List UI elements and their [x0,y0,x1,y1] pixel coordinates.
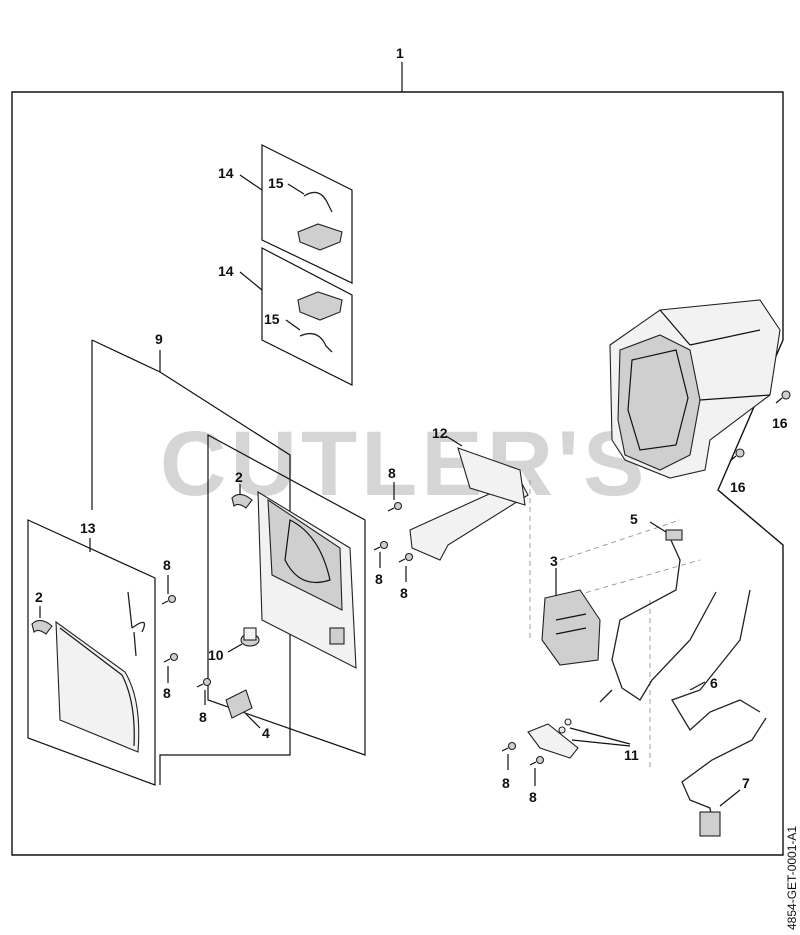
main-housing [609,299,781,479]
leader-4 [245,713,261,729]
callout-8-g: 8 [502,775,510,791]
screw-8-e [373,540,389,551]
callout-4: 4 [262,725,270,741]
leader-15-lower [285,319,301,331]
leader-14-upper [239,174,263,191]
callout-10: 10 [208,647,224,663]
drawing-code: 4854-GET-0001-A1 [785,826,799,930]
spring-15-upper [303,191,333,213]
leader-6 [689,681,706,691]
screw-8-g [501,741,517,752]
callout-1: 1 [396,45,404,61]
callout-8-e: 8 [375,571,383,587]
callout-2-panel: 2 [235,469,243,485]
screw-8-d [387,501,403,512]
callout-2-cover: 2 [35,589,43,605]
switch-4 [225,689,253,719]
callout-15-lower: 15 [264,311,280,327]
screw-16-lower [729,448,745,462]
screw-8-b [163,652,179,663]
callout-12: 12 [432,425,448,441]
screw-8-c [196,677,212,688]
harness-7 [681,717,767,821]
spring-15-lower [299,332,333,353]
callout-13: 13 [80,520,96,536]
leader-5 [649,521,667,533]
kit-14-lower-frame [261,247,353,386]
knob-10 [240,627,260,647]
side-cover-13 [55,620,140,753]
connector-5 [665,529,683,541]
panel-13-frame [27,519,156,786]
callout-7: 7 [742,775,750,791]
callout-11: 11 [624,747,639,763]
front-panel [257,491,357,669]
callout-8-c: 8 [199,709,207,725]
panel-9-frame [207,433,366,756]
plate-11 [527,718,579,759]
spring-13 [127,591,146,657]
callout-8-a: 8 [163,557,171,573]
bracket-12 [409,447,529,561]
callout-5: 5 [630,511,638,527]
connector-7 [699,811,721,837]
leader-7 [719,789,741,807]
screw-16-upper [775,390,791,404]
callout-8-b: 8 [163,685,171,701]
leader-12 [445,435,463,447]
leader-11 [569,727,631,747]
callout-15-upper: 15 [268,175,284,191]
callout-8-h: 8 [529,789,537,805]
harness-6 [671,589,761,732]
projection-lines [529,480,701,770]
kit-14-upper-frame [261,144,353,284]
callout-6: 6 [710,675,718,691]
callout-3: 3 [550,553,558,569]
callout-8-d: 8 [388,465,396,481]
module-3 [541,589,601,666]
latch-14-lower [297,291,343,321]
leader-10 [227,643,243,653]
latch-14-upper [297,223,343,251]
callout-14-lower: 14 [218,263,234,279]
screw-8-a [161,594,177,605]
leader-14-lower [239,271,263,291]
callout-16-lower: 16 [730,479,746,495]
callout-9: 9 [155,331,163,347]
assembly-frame [11,91,784,856]
harness-5 [599,537,717,703]
callout-16-upper: 16 [772,415,788,431]
clip-2-cover [31,619,53,635]
screw-8-f [398,552,414,563]
screw-8-h [529,755,545,766]
callout-14-upper: 14 [218,165,234,181]
leader-15-upper [287,183,305,195]
clip-2-panel [231,493,253,509]
callout-8-f: 8 [400,585,408,601]
